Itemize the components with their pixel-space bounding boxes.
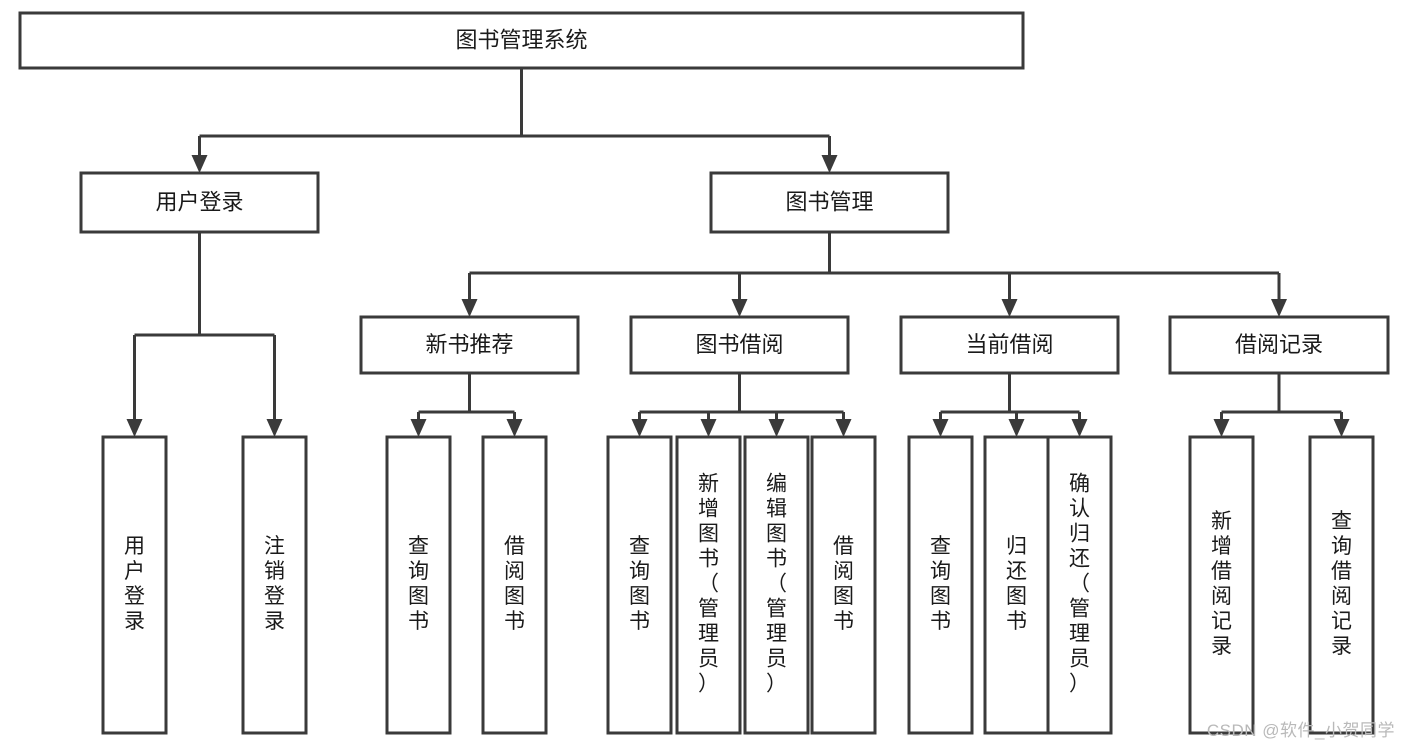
node-label: 新增借阅记录 (1211, 510, 1232, 658)
node-label: 查询图书 (930, 535, 951, 633)
node-leaf-借阅图书-3[interactable]: 借阅图书 (481, 435, 548, 735)
arrow-head-icon (266, 419, 283, 437)
node-label: 确认归还（管理员） (1069, 473, 1090, 696)
arrow-head-icon (835, 419, 852, 437)
node-box (629, 315, 850, 375)
node-label: 当前借阅 (965, 332, 1053, 357)
arrow-head-icon (191, 155, 208, 173)
node-label: 归还图书 (1006, 535, 1027, 633)
node-level2-当前借阅-2[interactable]: 当前借阅 (899, 315, 1120, 375)
arrow-head-icon (768, 419, 785, 437)
node-label: 图书管理系统 (455, 27, 587, 52)
node-label: 查询图书 (629, 535, 650, 633)
node-box (1308, 435, 1375, 735)
node-label: 注销登录 (264, 535, 285, 633)
node-label: 图书借阅 (695, 332, 783, 357)
node-label: 图书管理 (785, 189, 873, 214)
node-label: 借阅图书 (833, 535, 854, 633)
node-box (1188, 435, 1255, 735)
node-label: 用户登录 (155, 189, 243, 214)
node-box (899, 315, 1120, 375)
node-label: 借阅记录 (1235, 332, 1323, 357)
arrow-head-icon (506, 419, 523, 437)
node-leaf-用户登录-0[interactable]: 用户登录 (101, 435, 168, 735)
node-box (709, 171, 950, 234)
node-box (743, 435, 810, 735)
node-box (810, 435, 877, 735)
node-label: 借阅图书 (504, 535, 525, 633)
arrow-head-icon (932, 419, 949, 437)
node-box (1046, 435, 1113, 735)
arrow-head-icon (1008, 419, 1025, 437)
arrow-head-icon (1071, 419, 1088, 437)
node-leaf-新增借阅记录-11[interactable]: 新增借阅记录 (1188, 435, 1255, 735)
node-box (18, 11, 1025, 70)
node-level2-新书推荐-0[interactable]: 新书推荐 (359, 315, 580, 375)
node-box (907, 435, 974, 735)
node-level2-借阅记录-3[interactable]: 借阅记录 (1168, 315, 1390, 375)
node-leaf-归还图书-9[interactable]: 归还图书 (983, 435, 1050, 735)
node-leaf-查询图书-2[interactable]: 查询图书 (385, 435, 452, 735)
arrow-head-icon (821, 155, 838, 173)
node-leaf-确认归还管理员-10[interactable]: 确认归还（管理员） (1046, 435, 1113, 735)
node-label: 用户登录 (124, 535, 145, 633)
node-level1-图书管理-1[interactable]: 图书管理 (709, 171, 950, 234)
node-label: 新增图书（管理员） (698, 473, 719, 696)
node-leaf-借阅图书-7[interactable]: 借阅图书 (810, 435, 877, 735)
arrow-head-icon (1333, 419, 1350, 437)
node-box (675, 435, 742, 735)
node-box (359, 315, 580, 375)
node-label: 查询图书 (408, 535, 429, 633)
node-label: 编辑图书（管理员） (766, 473, 787, 696)
watermark-text: CSDN @软件_小贺同学 (1206, 721, 1395, 740)
arrow-head-icon (410, 419, 427, 437)
node-box (79, 171, 320, 234)
node-box (385, 435, 452, 735)
arrow-head-icon (731, 299, 748, 317)
node-root-图书管理系统-0[interactable]: 图书管理系统 (18, 11, 1025, 70)
node-leaf-查询图书-4[interactable]: 查询图书 (606, 435, 673, 735)
arrow-head-icon (631, 419, 648, 437)
node-box (481, 435, 548, 735)
nodes-layer: 图书管理系统用户登录图书管理新书推荐图书借阅当前借阅借阅记录用户登录注销登录查询… (18, 11, 1390, 735)
node-leaf-查询图书-8[interactable]: 查询图书 (907, 435, 974, 735)
arrow-head-icon (1001, 299, 1018, 317)
node-leaf-查询借阅记录-12[interactable]: 查询借阅记录 (1308, 435, 1375, 735)
node-label: 查询借阅记录 (1331, 510, 1352, 658)
node-label: 新书推荐 (425, 332, 513, 357)
arrow-head-icon (1213, 419, 1230, 437)
connectors-layer (126, 68, 1350, 437)
node-leaf-注销登录-1[interactable]: 注销登录 (241, 435, 308, 735)
arrow-head-icon (1271, 299, 1287, 317)
node-leaf-编辑图书管理员-6[interactable]: 编辑图书（管理员） (743, 435, 810, 735)
node-level1-用户登录-0[interactable]: 用户登录 (79, 171, 320, 234)
node-box (101, 435, 168, 735)
arrow-head-icon (126, 419, 143, 437)
node-box (241, 435, 308, 735)
node-box (1168, 315, 1390, 375)
node-box (606, 435, 673, 735)
arrow-head-icon (461, 299, 478, 317)
node-level2-图书借阅-1[interactable]: 图书借阅 (629, 315, 850, 375)
arrow-head-icon (700, 419, 717, 437)
node-leaf-新增图书管理员-5[interactable]: 新增图书（管理员） (675, 435, 742, 735)
